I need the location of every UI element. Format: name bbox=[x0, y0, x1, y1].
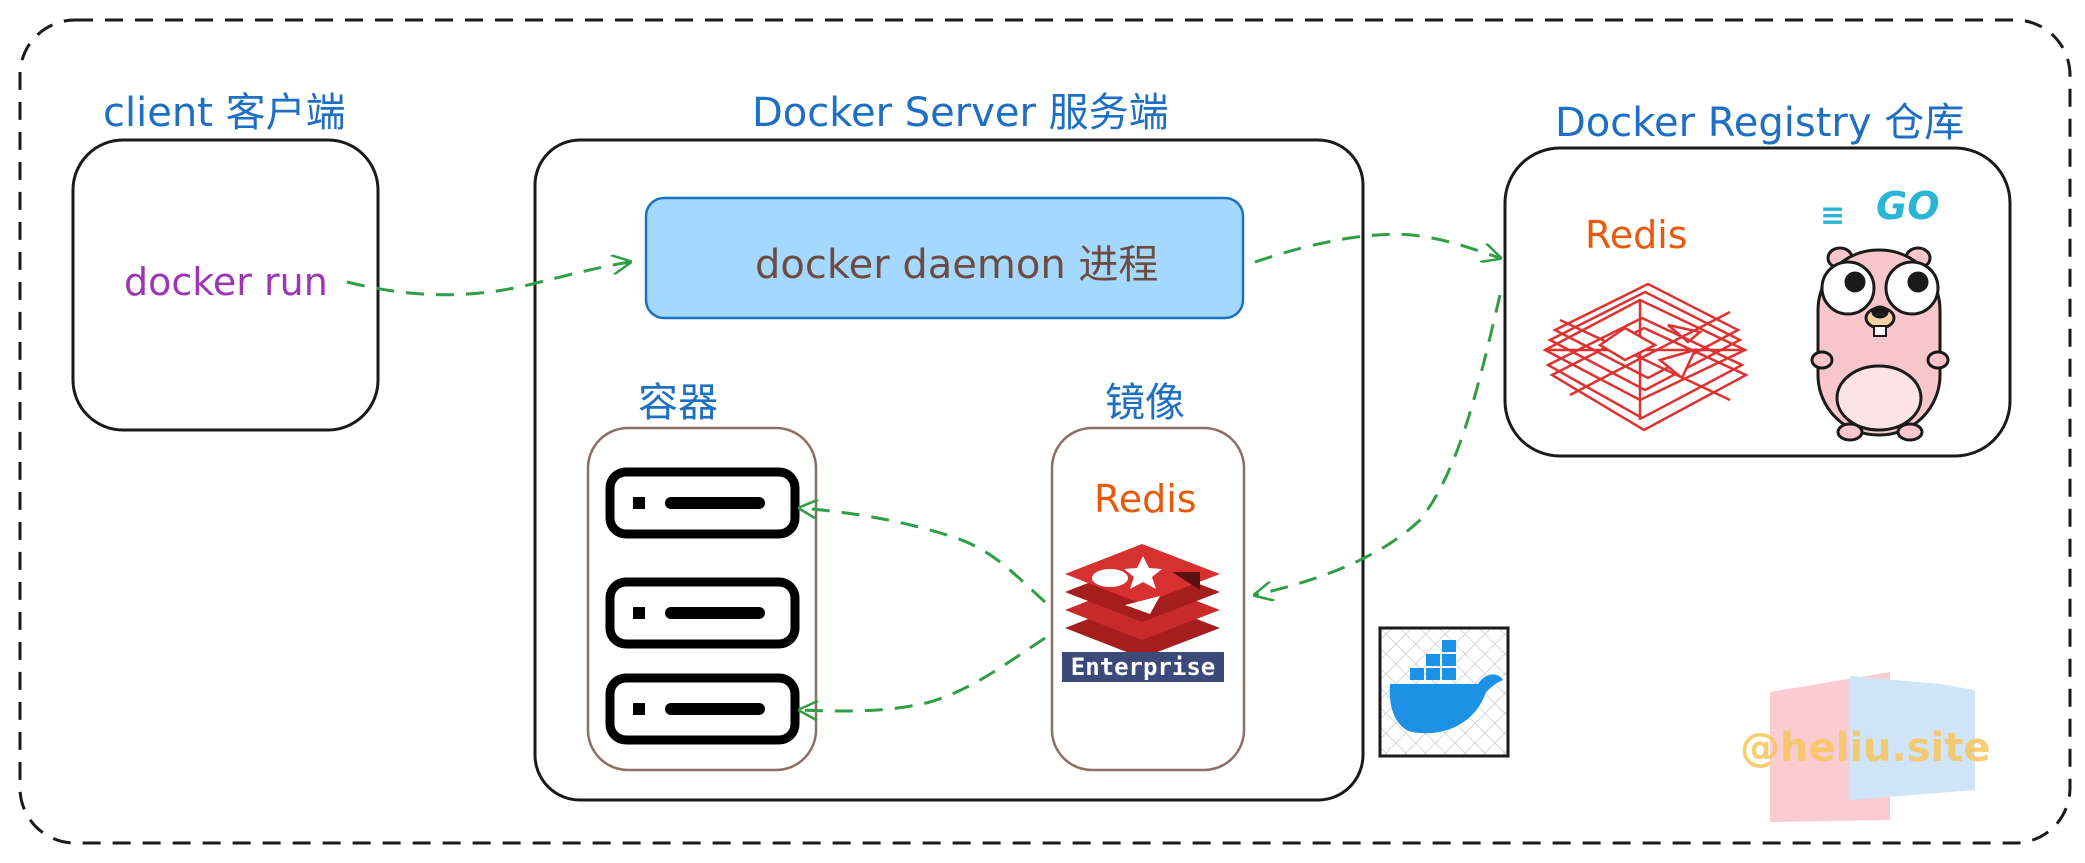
docker-whale-icon bbox=[1378, 626, 1510, 758]
arrow-image-to-container-2 bbox=[800, 636, 1046, 711]
images-label: 镜像 bbox=[1105, 380, 1185, 426]
containers-box bbox=[586, 426, 818, 772]
registry-box bbox=[1503, 146, 2012, 458]
redis-wireframe-icon bbox=[1542, 282, 1749, 432]
server-rack-icon bbox=[605, 673, 800, 745]
registry-redis-label: Redis bbox=[1585, 213, 1688, 257]
registry-title: Docker Registry 仓库 bbox=[1555, 100, 1965, 146]
arrow-client-to-daemon bbox=[346, 262, 630, 297]
image-badge: Enterprise bbox=[1062, 652, 1224, 682]
client-command: docker run bbox=[124, 260, 328, 304]
watermark-logo bbox=[1770, 672, 1975, 822]
client-box bbox=[71, 138, 380, 432]
go-logo-speedlines: ≡ bbox=[1820, 198, 1846, 233]
client-title: client 客户端 bbox=[103, 90, 346, 136]
go-logo: GO bbox=[1876, 184, 1940, 228]
server-title: Docker Server 服务端 bbox=[752, 90, 1169, 136]
arrow-registry-to-image bbox=[1255, 294, 1502, 595]
server-box bbox=[533, 138, 1365, 802]
watermark-text: @heliu.site bbox=[1740, 725, 1991, 771]
arrow-daemon-to-registry bbox=[1254, 232, 1500, 264]
containers-label: 容器 bbox=[638, 380, 718, 426]
server-rack-icon bbox=[605, 577, 800, 649]
gopher-icon bbox=[1810, 246, 1950, 442]
outer-frame bbox=[18, 18, 2072, 845]
daemon-label: docker daemon 进程 bbox=[755, 242, 1159, 288]
daemon-box bbox=[644, 196, 1245, 320]
images-box bbox=[1050, 426, 1246, 772]
image-name: Redis bbox=[1094, 477, 1197, 521]
arrow-image-to-container-1 bbox=[800, 508, 1047, 604]
redis-logo-icon bbox=[1065, 544, 1220, 658]
server-rack-icon bbox=[605, 467, 800, 539]
